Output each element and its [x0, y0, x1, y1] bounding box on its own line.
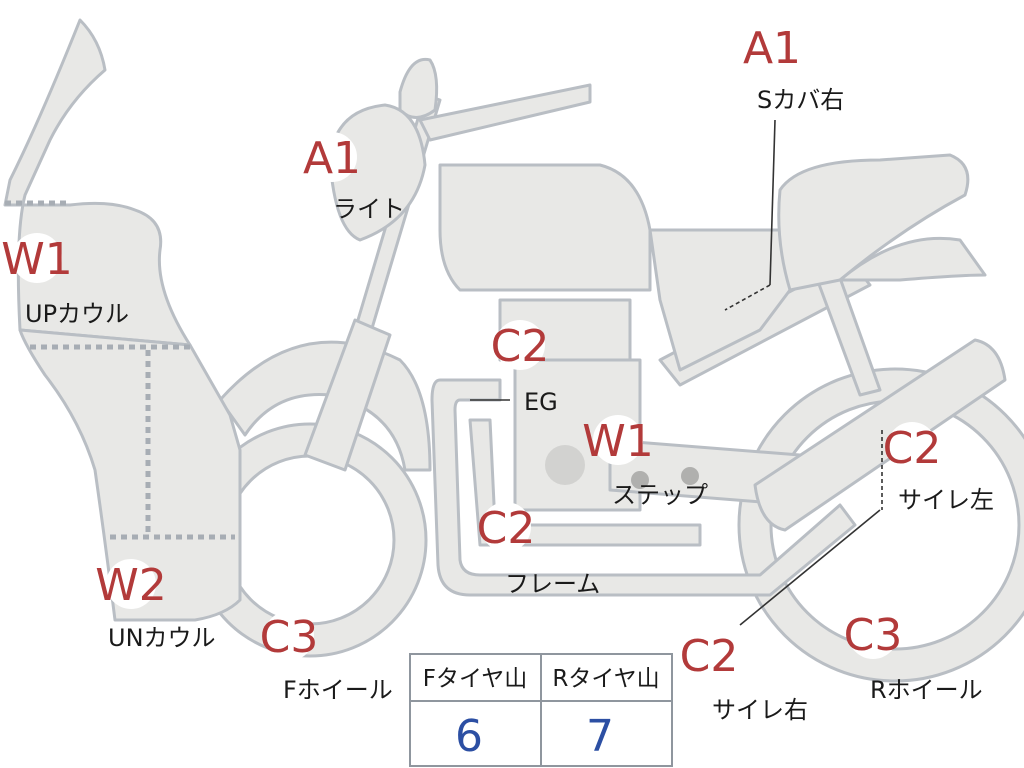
- up-cowl-shape: [3, 18, 192, 347]
- badge-light[interactable]: A1: [303, 132, 361, 184]
- badge-frame[interactable]: C2: [477, 502, 536, 554]
- badge-code: W2: [95, 560, 167, 611]
- label-front-wheel: Fホイール: [283, 676, 393, 704]
- rear-tire-header: Rタイヤ山: [552, 666, 659, 692]
- badge-up-cowl[interactable]: W1: [1, 233, 73, 285]
- badge-s-cover-right[interactable]: A1: [743, 22, 801, 74]
- badge-code: W1: [1, 234, 73, 285]
- leader-lines: [470, 119, 883, 626]
- badge-muffler-left[interactable]: C2: [883, 422, 942, 474]
- leader-line: [739, 509, 881, 626]
- badge-front-wheel[interactable]: C3: [260, 611, 319, 663]
- label-up-cowl: UPカウル: [25, 300, 129, 328]
- fuel-tank-shape: [438, 163, 652, 292]
- leader-line: [769, 119, 776, 286]
- label-muffler-left: サイレ左: [898, 486, 994, 514]
- label-muffler-right: サイレ右: [712, 696, 808, 724]
- badge-code: W1: [582, 416, 654, 467]
- badge-code: C2: [477, 503, 536, 554]
- muffler-shape: [753, 338, 1007, 532]
- badge-un-cowl[interactable]: W2: [95, 559, 167, 611]
- side-cover-shape: [648, 228, 792, 372]
- label-s-cover-right: Sカバ右: [757, 86, 844, 114]
- front-tire-value: 6: [455, 711, 483, 762]
- badge-step[interactable]: W1: [582, 415, 654, 467]
- handlebar-shape: [418, 83, 592, 142]
- label-frame: フレーム: [505, 570, 600, 598]
- tire-tread-table: Fタイヤ山 Rタイヤ山 6 7: [409, 653, 673, 767]
- badge-code: C3: [260, 612, 319, 663]
- un-cowl-shape: [18, 328, 242, 622]
- badge-code: C2: [491, 321, 550, 372]
- label-rear-wheel: Rホイール: [870, 676, 983, 704]
- front-tire-header: Fタイヤ山: [423, 666, 528, 692]
- badge-code: A1: [743, 23, 801, 74]
- label-step: ステップ: [612, 481, 708, 509]
- badge-code: C2: [680, 631, 739, 682]
- label-engine: EG: [524, 388, 558, 416]
- badge-muffler-right[interactable]: C2: [680, 630, 739, 682]
- badge-code: A1: [303, 133, 361, 184]
- leader-line: [724, 284, 771, 311]
- badge-code: C3: [844, 610, 903, 661]
- rear-tire-value: 7: [586, 711, 614, 762]
- badge-rear-wheel[interactable]: C3: [844, 609, 903, 661]
- headlight-shape: [328, 103, 427, 242]
- frame-shape: [430, 378, 857, 597]
- badge-engine[interactable]: C2: [491, 320, 550, 372]
- seat-shape: [777, 153, 970, 292]
- rear-wheel-shape: [740, 370, 1024, 680]
- label-un-cowl: UNカウル: [108, 624, 216, 652]
- mirror-shape: [398, 57, 439, 119]
- badge-code: C2: [883, 423, 942, 474]
- label-light: ライト: [333, 195, 405, 223]
